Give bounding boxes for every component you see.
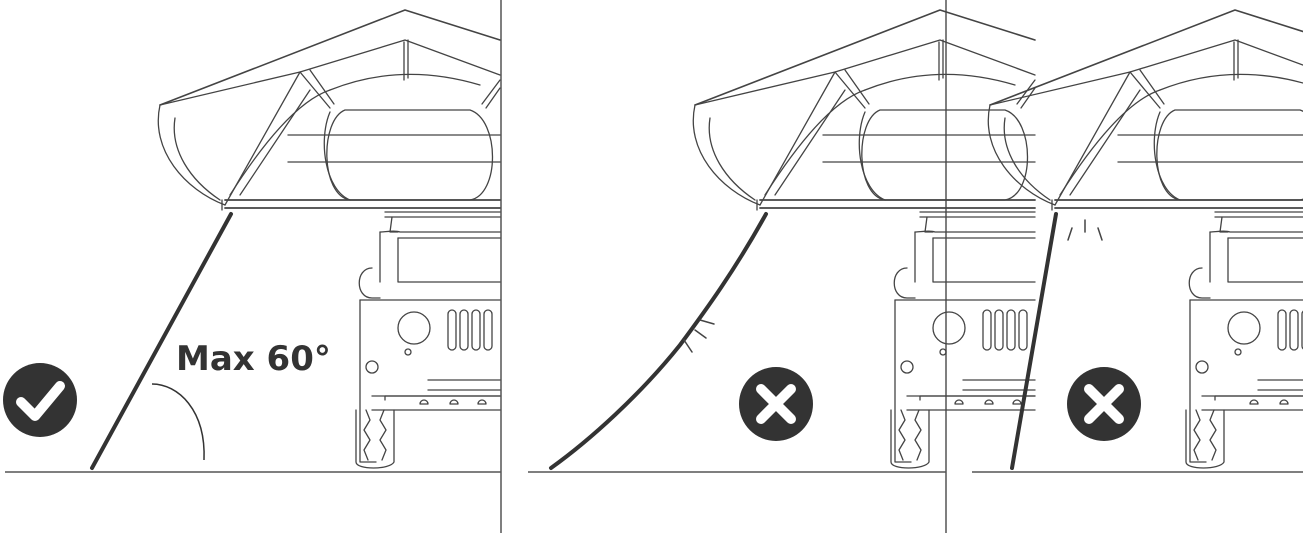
panel-bent: [528, 9, 1036, 473]
angle-arc: [151, 383, 205, 461]
ladder: [549, 212, 768, 470]
tent-and-vehicle-illustration: [987, 9, 1303, 469]
ladder: [1010, 212, 1058, 470]
strain-marks: [1067, 219, 1103, 241]
ladder: [90, 212, 233, 470]
panel-correct: Max 60°: [3, 9, 501, 473]
tent-and-vehicle-illustration: [157, 9, 501, 469]
check-circle-icon: [3, 363, 77, 437]
x-circle-icon: [739, 367, 813, 441]
flex-marks: [683, 319, 715, 353]
angle-label: Max 60°: [176, 339, 331, 379]
x-circle-icon: [1067, 367, 1141, 441]
panel-vertical: [972, 9, 1303, 473]
